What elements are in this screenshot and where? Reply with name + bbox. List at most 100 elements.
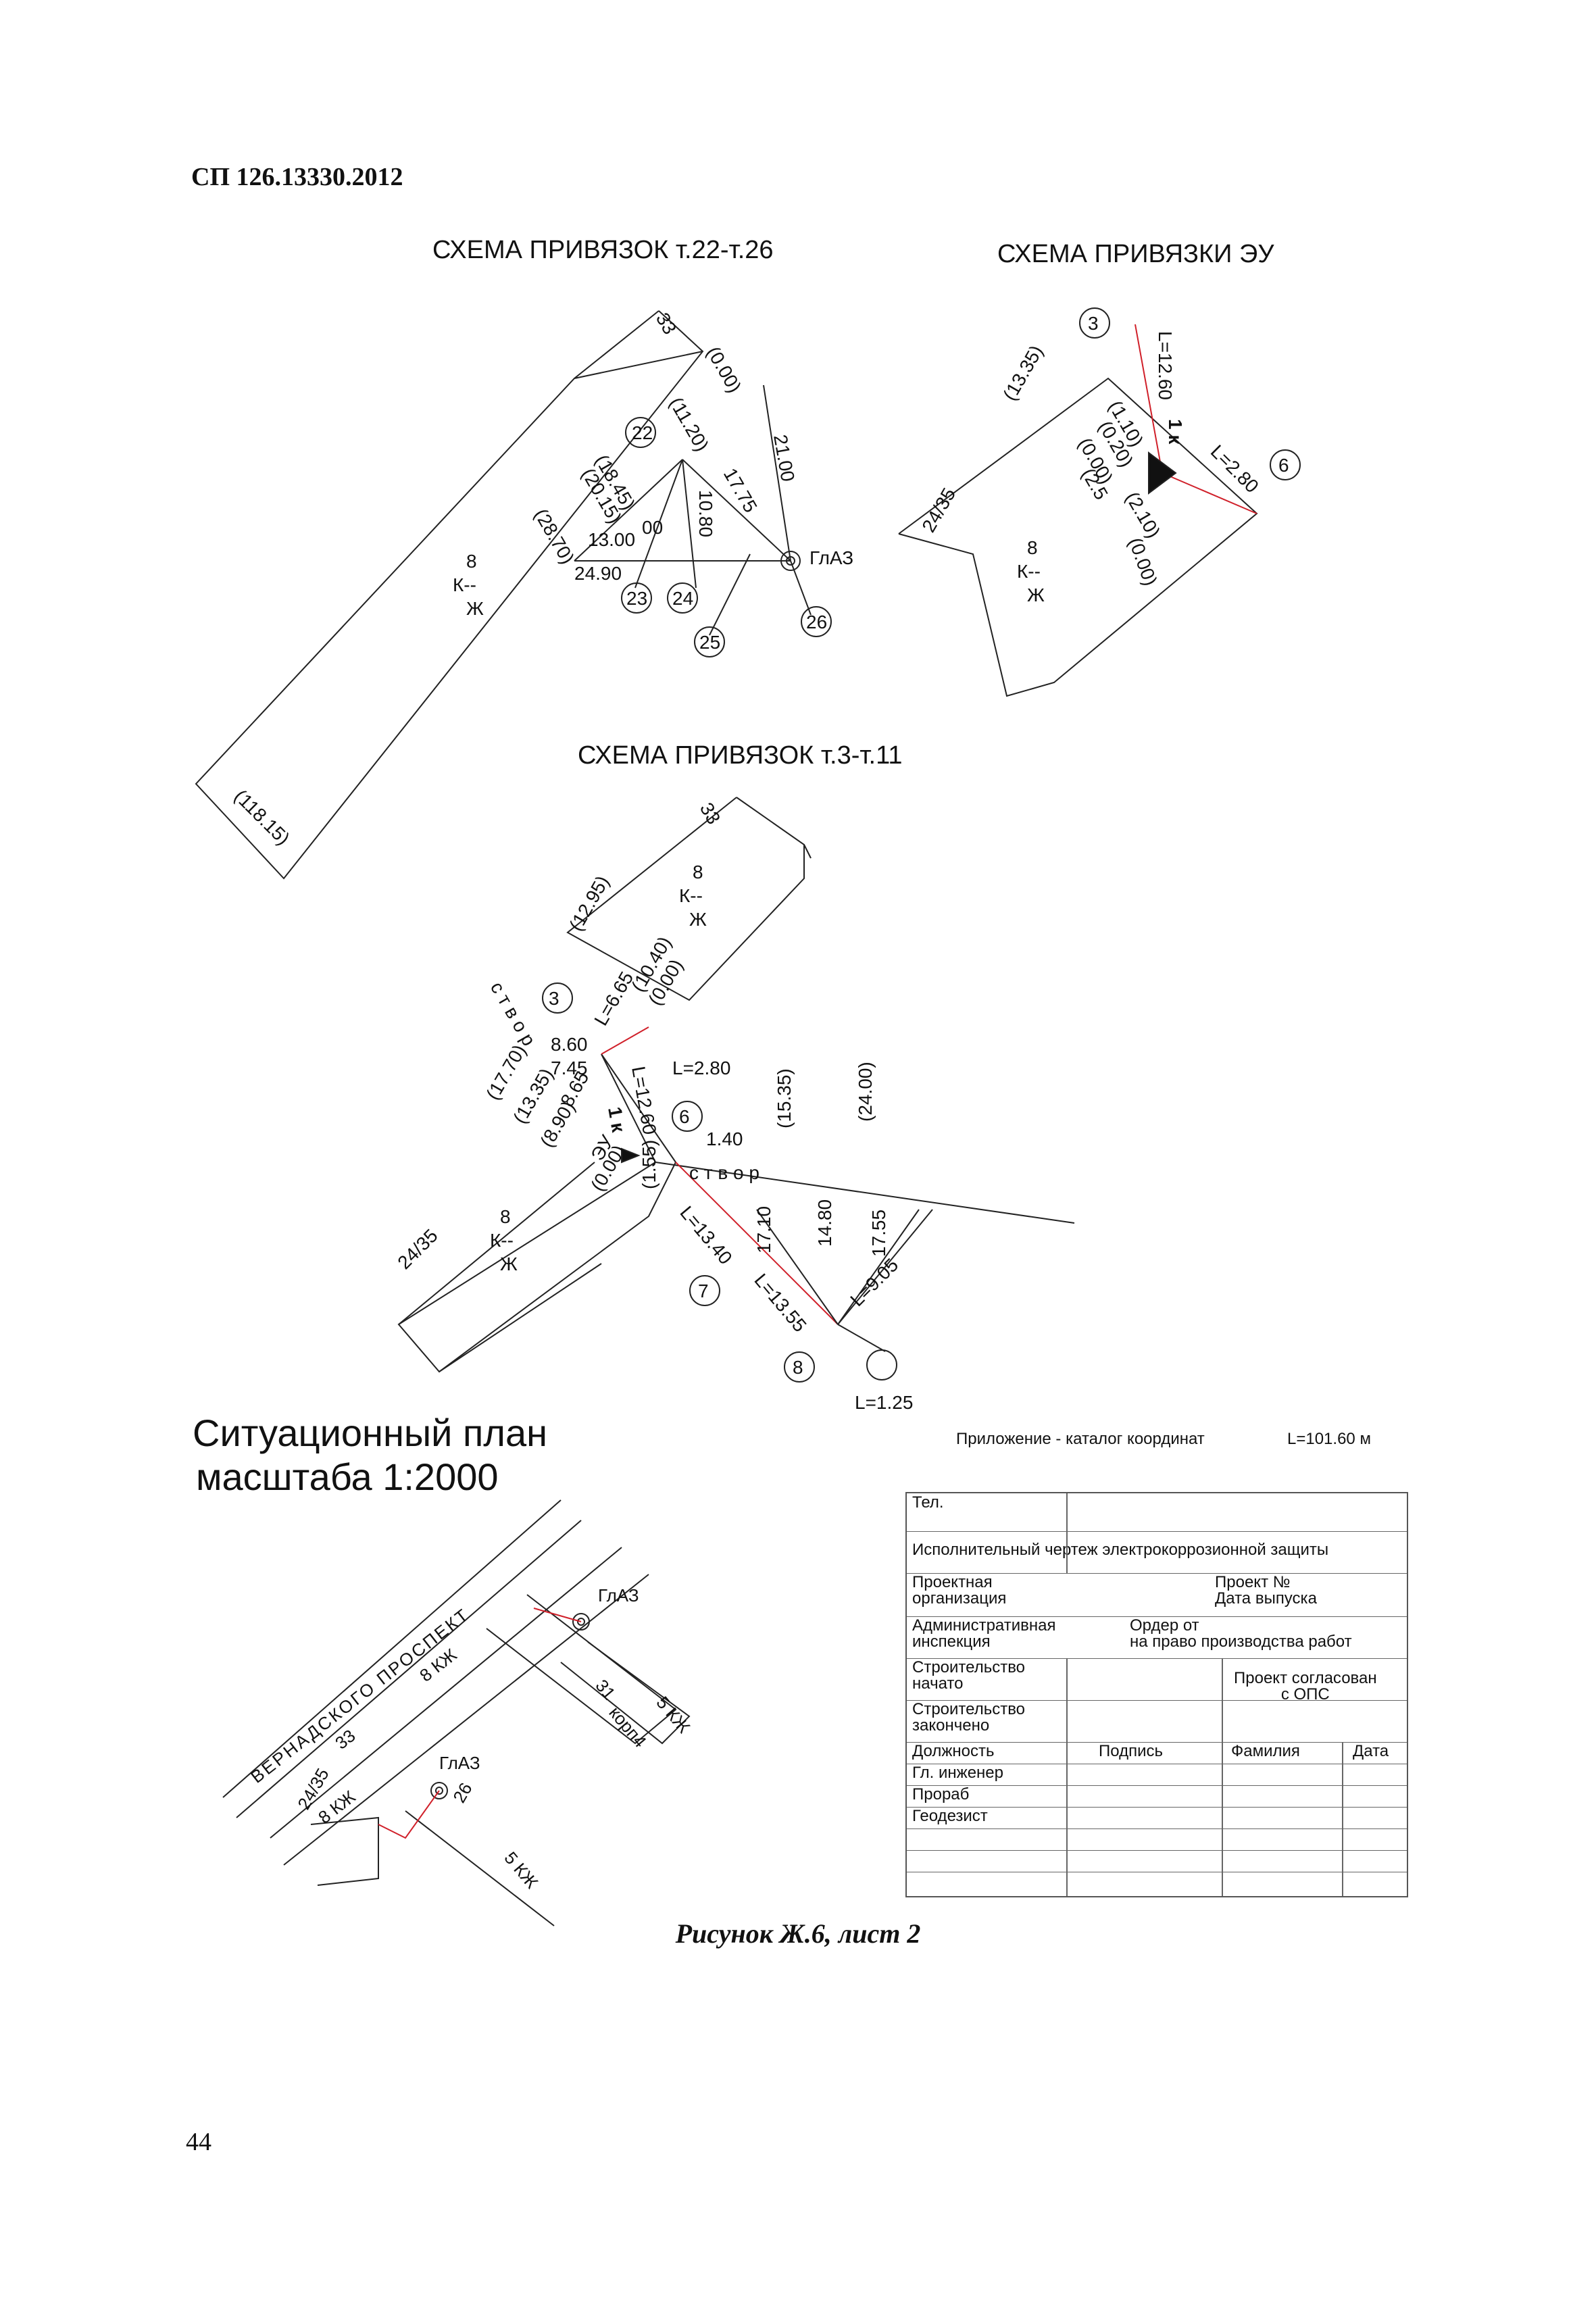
tb-foreman: Прораб [912,1785,970,1803]
s3-label: Ж [689,909,707,930]
s2-building-outline [898,377,1258,697]
s3-label: (15.35) [774,1068,795,1128]
s2-label: L=2.80 [1207,441,1263,497]
s1-label: (118.15) [230,785,294,849]
s2-label: 6 [1278,455,1289,476]
document-code: СП 126.13330.2012 [191,163,403,191]
page-number: 44 [186,2128,211,2156]
s1-building-outline [195,310,704,880]
s1-label: 13.00 [588,529,635,550]
s3-label: L=13.55 [750,1270,810,1336]
s3-label: Ж [500,1253,518,1274]
s3-label: 33 [696,799,724,828]
s2-label: К-- [1017,561,1041,582]
tb-col-surname: Фамилия [1231,1742,1300,1760]
s3-label: L=13.40 [676,1202,736,1268]
s3-lower-building [397,1053,676,1373]
tb-col-position: Должность [912,1742,995,1760]
s3-label: (1.55) [639,1140,659,1189]
plan-title-line1: Ситуационный план [193,1412,547,1454]
s1-label: 22 [632,422,653,443]
s1-label: 25 [699,632,720,653]
tb-row-empty2 [907,1850,1407,1872]
s3-label: 17.10 [753,1206,774,1253]
s3-upper-building [566,797,805,1001]
s1-label: 17.75 [720,465,762,516]
s1-label: К-- [453,574,476,595]
s2-label: (0.00) [1124,534,1161,588]
s1-label: 26 [806,612,827,632]
tb-col-signature: Подпись [1099,1742,1163,1760]
s3-label: К-- [490,1230,514,1251]
s3-label: L=9.05 [846,1254,902,1310]
s3-label: 17.55 [868,1210,889,1257]
s1-label: 23 [626,588,647,609]
s3-label: (12.95) [565,872,613,935]
s3-label: с т в о р [689,1162,759,1183]
s3-label: (24.00) [855,1062,876,1122]
tb-row-foreman: Прораб [907,1785,1407,1808]
s2-label: 1 к [1165,419,1186,445]
tb-col-date: Дата [1353,1742,1389,1760]
plan-label: ГлАЗ [439,1753,480,1773]
tb-divider [1066,1493,1068,1573]
tb-started: Строительство начато [912,1658,1026,1693]
tb-row-chief: Гл. инженер [907,1764,1407,1786]
s3-label: 8 [500,1206,511,1227]
title-block: Тел. Исполнительный чертеж электрокорроз… [905,1492,1408,1897]
s3-label: L=6.65 [590,968,637,1029]
tb-project-no: Проект № [1215,1573,1291,1591]
tb-chief-engineer: Гл. инженер [912,1764,1003,1782]
s3-label: (8.90) [536,1097,578,1151]
figure-caption: Рисунок Ж.6, лист 2 [675,1918,921,1949]
tb-row-drawing: Исполнительный чертеж электрокоррозионно… [907,1531,1407,1574]
s3-label: 24/35 [393,1225,441,1273]
tb-divider [1342,1742,1343,1896]
s3-label: 14.80 [814,1199,835,1247]
s1-label: 8 [466,551,477,572]
s1-label: Ж [466,598,484,619]
tb-release-date: Дата выпуска [1215,1589,1317,1608]
plan-label: 33 [331,1725,359,1753]
tb-row-started: Строительство начато Проект согласован с… [907,1658,1407,1703]
s3-label: 3 [549,988,559,1009]
plan-label: корп4 [605,1703,650,1751]
plan-label: 26 [449,1779,476,1806]
plan-label: 31 [591,1676,620,1703]
s3-label: 8 [693,862,703,882]
s1-title: СХЕМА ПРИВЯЗОК т.22-т.26 [432,236,774,264]
s2-label: (2.10) [1122,489,1164,542]
tb-row-empty1 [907,1828,1407,1851]
s1-label: 00 [642,517,663,538]
s3-label: L=2.80 [672,1057,730,1078]
tb-row-header: Должность Подпись Фамилия Дата [907,1742,1407,1764]
plan-title-line2: масштаба 1:2000 [196,1455,499,1498]
appendix-text: Приложение - каталог координат [956,1430,1205,1448]
s2-label: 3 [1088,313,1099,334]
s1-label: (0.00) [703,343,745,397]
tb-row-finished: Строительство закончено [907,1700,1407,1743]
s3-label: 7 [698,1280,709,1301]
s3-label: 8 [793,1357,803,1378]
s3-label: 7.45 [551,1057,588,1078]
s2-title: СХЕМА ПРИВЯЗКИ ЭУ [997,240,1274,268]
tb-row-tel: Тел. [907,1493,1407,1532]
s2-label: 8 [1027,537,1038,558]
tb-row-surveyor: Геодезист [907,1807,1407,1829]
plan-label: 5 КЖ [500,1848,542,1893]
s3-label: 8.60 [551,1034,588,1055]
s3-label: 6 [679,1106,690,1127]
s1-label: 24.90 [574,563,622,584]
s3-title: СХЕМА ПРИВЯЗОК т.3-т.11 [578,741,903,770]
s2-label: (13.35) [999,342,1047,404]
tb-order: Ордер от на право производства работ [1130,1616,1352,1651]
s1-label: 24 [672,588,693,609]
s3-label: с т в о р [487,978,540,1050]
s3-label: 1 к [604,1105,629,1135]
tb-design-org: Проектная организация [912,1573,1007,1608]
tb-surveyor: Геодезист [912,1807,988,1825]
tb-divider [1066,1658,1068,1896]
s1-label: 10.80 [695,490,716,537]
s1-label: (11.20) [666,394,713,455]
